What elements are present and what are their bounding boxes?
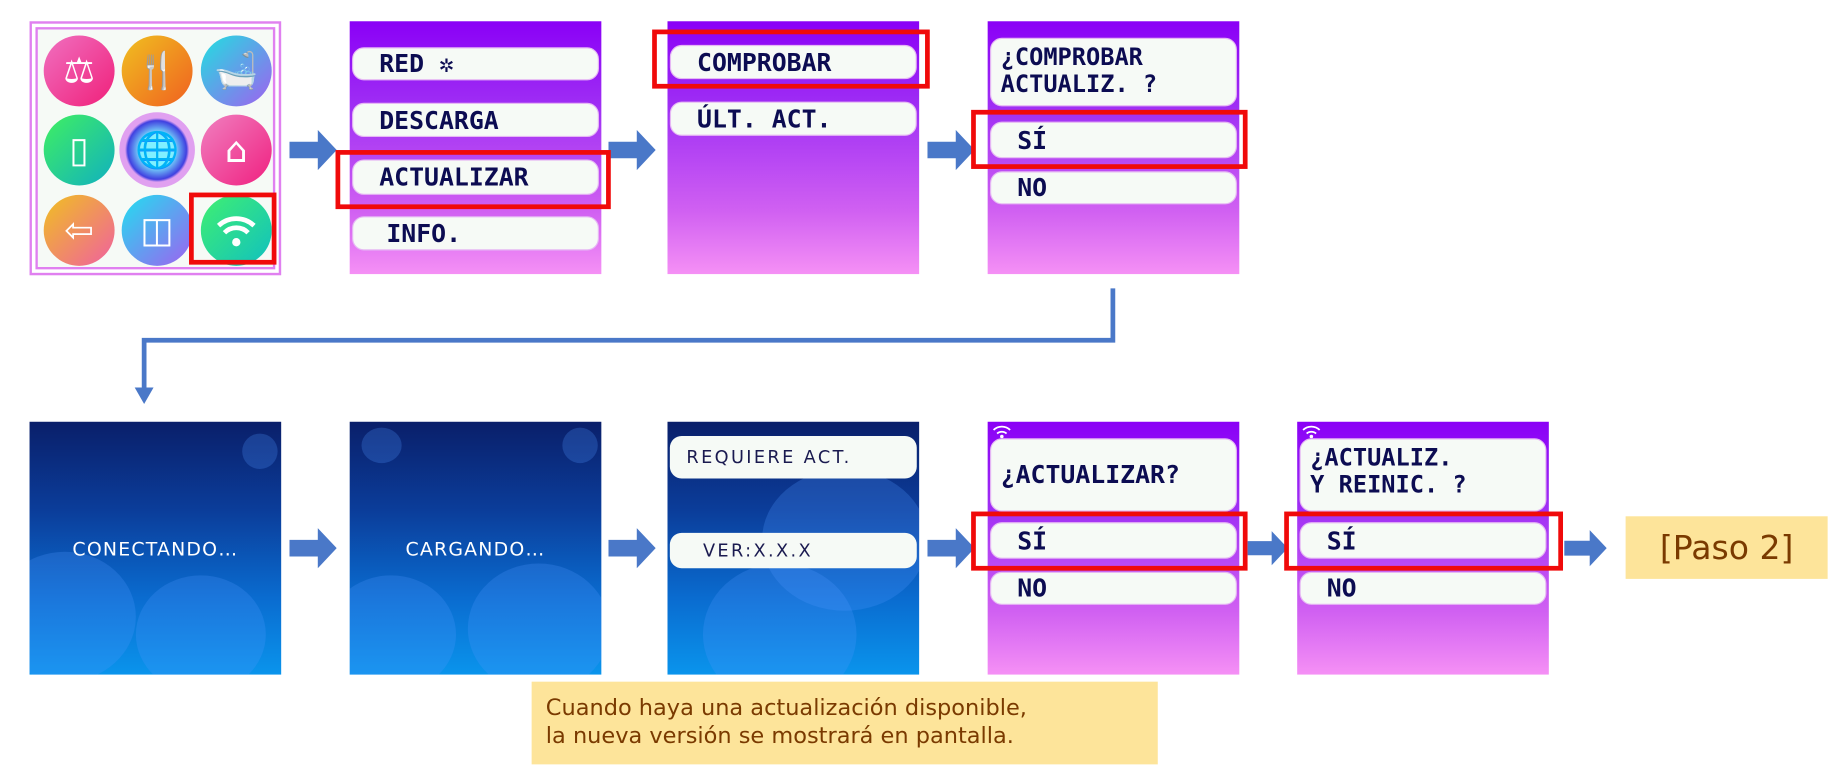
highlight-yes — [1284, 511, 1564, 571]
question-box: ¿ACTUALIZ. Y REINIC. ? — [1299, 438, 1547, 512]
info-note: Cuando haya una actualización disponible… — [531, 681, 1158, 765]
arrow-right-icon — [608, 129, 656, 171]
phone-icon[interactable]: ▯ — [43, 114, 115, 186]
highlight-comprobar — [652, 29, 930, 89]
status-text: CONECTANDO… — [72, 537, 239, 560]
menu-item-ult-act[interactable]: ÚLT. ACT. — [669, 101, 917, 136]
menu-item-actualizar[interactable]: ACTUALIZAR — [352, 159, 599, 195]
menu-item-comprobar[interactable]: COMPROBAR — [669, 44, 917, 80]
note-line2: la nueva versión se mostrará en pantalla… — [545, 723, 1014, 750]
exit-door-icon[interactable]: ⇦ — [43, 194, 115, 266]
network-menu-screen: RED ✲ DESCARGA ACTUALIZAR INFO. — [349, 21, 602, 275]
yes-option[interactable]: SÍ — [990, 121, 1237, 159]
bath-icon[interactable]: 🛁 — [200, 35, 272, 107]
wifi-status-icon — [1302, 425, 1321, 439]
question-line1: ¿ACTUALIZ. — [1310, 443, 1453, 472]
check-update-screen: ¿COMPROBAR ACTUALIZ. ? SÍ NO — [987, 21, 1240, 275]
wifi-icon[interactable] — [200, 194, 272, 266]
highlight-yes — [971, 511, 1248, 571]
highlight-yes — [971, 109, 1248, 169]
devices-icon[interactable]: ◫ — [121, 194, 193, 266]
no-option[interactable]: NO — [990, 171, 1237, 205]
question-line2: Y REINIC. ? — [1310, 470, 1467, 499]
yes-option[interactable]: SÍ — [990, 522, 1237, 559]
question-line1: ¿COMPROBAR — [1000, 42, 1143, 71]
question-line2: ACTUALIZ. ? — [1000, 69, 1158, 99]
no-option[interactable]: NO — [1299, 571, 1547, 605]
menu-item-info[interactable]: INFO. — [352, 216, 599, 251]
wifi-status-icon — [992, 425, 1011, 439]
question-box: ¿ACTUALIZAR? — [990, 438, 1237, 512]
arrow-right-icon — [927, 528, 975, 569]
highlight-actualizar — [335, 150, 611, 210]
main-menu-screen: ⚖ 🍴 🛁 ▯ 🌐 ⌂ ⇦ ◫ — [29, 21, 282, 276]
arrow-right-icon — [289, 528, 337, 569]
arrow-right-icon — [289, 129, 337, 171]
food-icon[interactable]: 🍴 — [121, 35, 193, 107]
status-text: CARGANDO… — [405, 537, 546, 560]
version-label: VER:X.X.X — [669, 532, 917, 569]
scale-icon[interactable]: ⚖ — [43, 35, 115, 107]
connector-arrow-icon — [134, 288, 1116, 405]
arrow-right-icon — [608, 528, 656, 569]
update-menu-screen: COMPROBAR ÚLT. ACT. — [667, 21, 920, 275]
arrow-right-icon — [1247, 531, 1288, 566]
highlight-wifi — [189, 192, 277, 265]
arrow-right-icon — [927, 129, 975, 171]
question-box: ¿COMPROBAR ACTUALIZ. ? — [990, 37, 1237, 107]
menu-item-red[interactable]: RED ✲ — [352, 47, 599, 81]
confirm-update-screen: ¿ACTUALIZAR? SÍ NO — [987, 421, 1240, 675]
yes-option[interactable]: SÍ — [1299, 522, 1547, 559]
note-line1: Cuando haya una actualización disponible… — [545, 694, 1027, 721]
update-required-message: REQUIERE ACT. — [669, 435, 917, 479]
globe-icon[interactable]: 🌐 — [119, 112, 195, 188]
connecting-screen: CONECTANDO… — [29, 421, 282, 675]
menu-item-descarga[interactable]: DESCARGA — [352, 102, 599, 138]
loading-screen: CARGANDO… — [349, 421, 602, 675]
update-required-screen: REQUIERE ACT. VER:X.X.X — [667, 421, 920, 675]
update-restart-screen: ¿ACTUALIZ. Y REINIC. ? SÍ NO — [1297, 421, 1549, 675]
gift-home-icon[interactable]: ⌂ — [200, 114, 272, 186]
no-option[interactable]: NO — [990, 571, 1237, 605]
arrow-right-icon — [1564, 530, 1607, 567]
next-step-label: [Paso 2] — [1625, 516, 1828, 579]
